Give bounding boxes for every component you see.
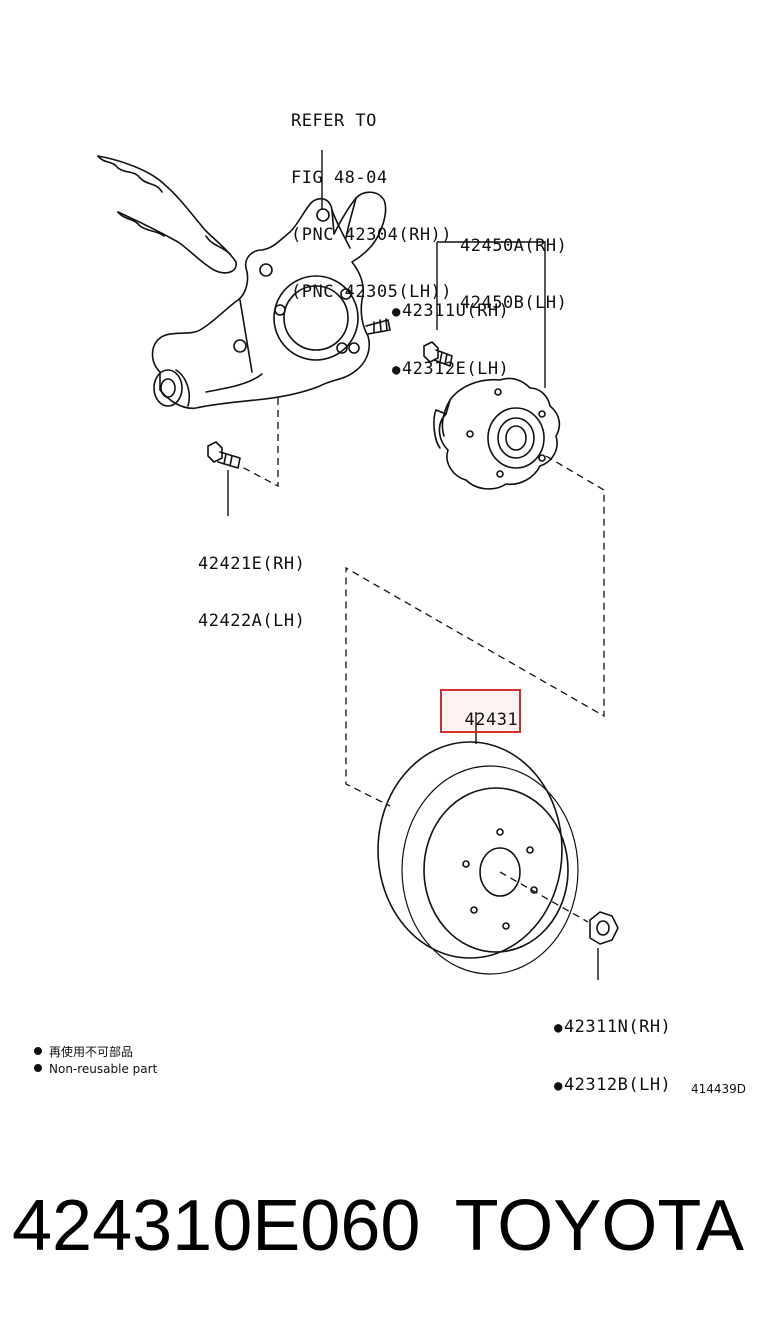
footer-caption: 424310E060 TOYOTA <box>0 1185 760 1285</box>
knuckle-bolt <box>207 441 241 469</box>
legend: 再使用不可部品 Non-reusable part <box>34 1044 157 1078</box>
hub-bolt-callout: 42311U(RH) 42312E(LH) <box>392 264 509 399</box>
refer-line-2: FIG 48-04 <box>291 168 388 188</box>
legend-en-text: Non-reusable part <box>49 1062 158 1076</box>
legend-zh: 再使用不可部品 <box>34 1044 157 1061</box>
hub-nut <box>589 911 619 945</box>
disc-part-number-text: 42431 <box>464 710 519 730</box>
hub-bolt-lh-row: 42312E(LH) <box>392 360 509 380</box>
hand-sketch <box>97 155 237 274</box>
refer-line-4: (PNC 42305(LH)) <box>291 282 453 302</box>
hub-bolt-rh: 42311U(RH) <box>401 301 510 321</box>
brand-name: TOYOTA <box>454 1186 744 1266</box>
nut-rh: 42311N(RH) <box>563 1017 672 1037</box>
refer-callout: REFER TO FIG 48-04 (PNC 42304(RH)) (PNC … <box>291 74 452 321</box>
refer-line-1: REFER TO <box>291 111 377 131</box>
legend-zh-text: 再使用不可部品 <box>49 1045 134 1059</box>
knuckle-bolt-lh: 42422A(LH) <box>198 611 306 631</box>
steering-knuckle <box>151 191 391 410</box>
knuckle-dash-line <box>239 398 279 488</box>
bullet-icon <box>34 1064 42 1072</box>
knuckle-bolt-rh: 42421E(RH) <box>198 554 306 574</box>
refer-line-3: (PNC 42304(RH)) <box>291 225 453 245</box>
nut-lh: 42312B(LH) <box>563 1075 672 1095</box>
illustration-code: 414439D <box>690 1082 746 1096</box>
nut-rh-row: 42311N(RH) <box>554 1018 671 1038</box>
knuckle-bolt-callout: 42421E(RH) 42422A(LH) <box>198 517 305 650</box>
nut-callout: 42311N(RH) 42312B(LH) <box>554 980 671 1115</box>
hub-dash-box <box>345 455 605 807</box>
nut-lh-row: 42312B(LH) <box>554 1076 671 1096</box>
nut-dash-line <box>499 871 589 923</box>
hub-assembly <box>433 377 561 490</box>
legend-en: Non-reusable part <box>34 1061 157 1078</box>
hub-part-rh: 42450A(RH) <box>460 236 568 256</box>
disc-part-number[interactable]: 42431 <box>439 689 522 733</box>
bullet-icon <box>34 1047 42 1055</box>
exploded-parts-diagram <box>97 150 619 980</box>
part-number: 424310E060 <box>12 1186 421 1266</box>
hub-bolt-lh: 42312E(LH) <box>401 359 510 379</box>
hub-bolt-rh-row: 42311U(RH) <box>392 302 509 322</box>
brake-disc <box>377 741 579 975</box>
